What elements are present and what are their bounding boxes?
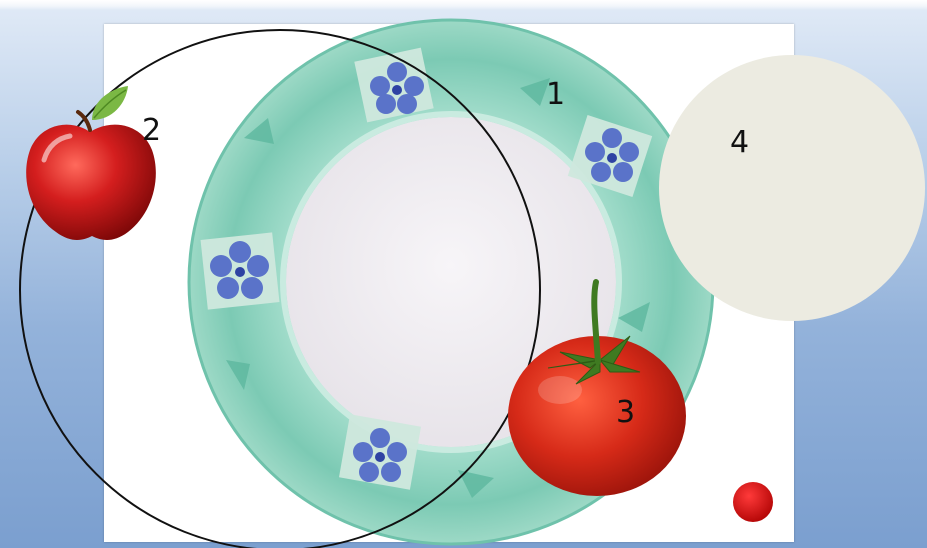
red-dot-shape[interactable] xyxy=(733,482,773,522)
label-tomato: 3 xyxy=(616,398,635,428)
flower-tile xyxy=(201,232,280,309)
apple-icon[interactable] xyxy=(26,86,156,240)
label-disc: 4 xyxy=(730,128,749,158)
flower-tile xyxy=(339,414,421,490)
label-plate: 1 xyxy=(546,80,565,110)
label-apple: 2 xyxy=(142,116,161,146)
disc-shape[interactable] xyxy=(659,55,925,321)
